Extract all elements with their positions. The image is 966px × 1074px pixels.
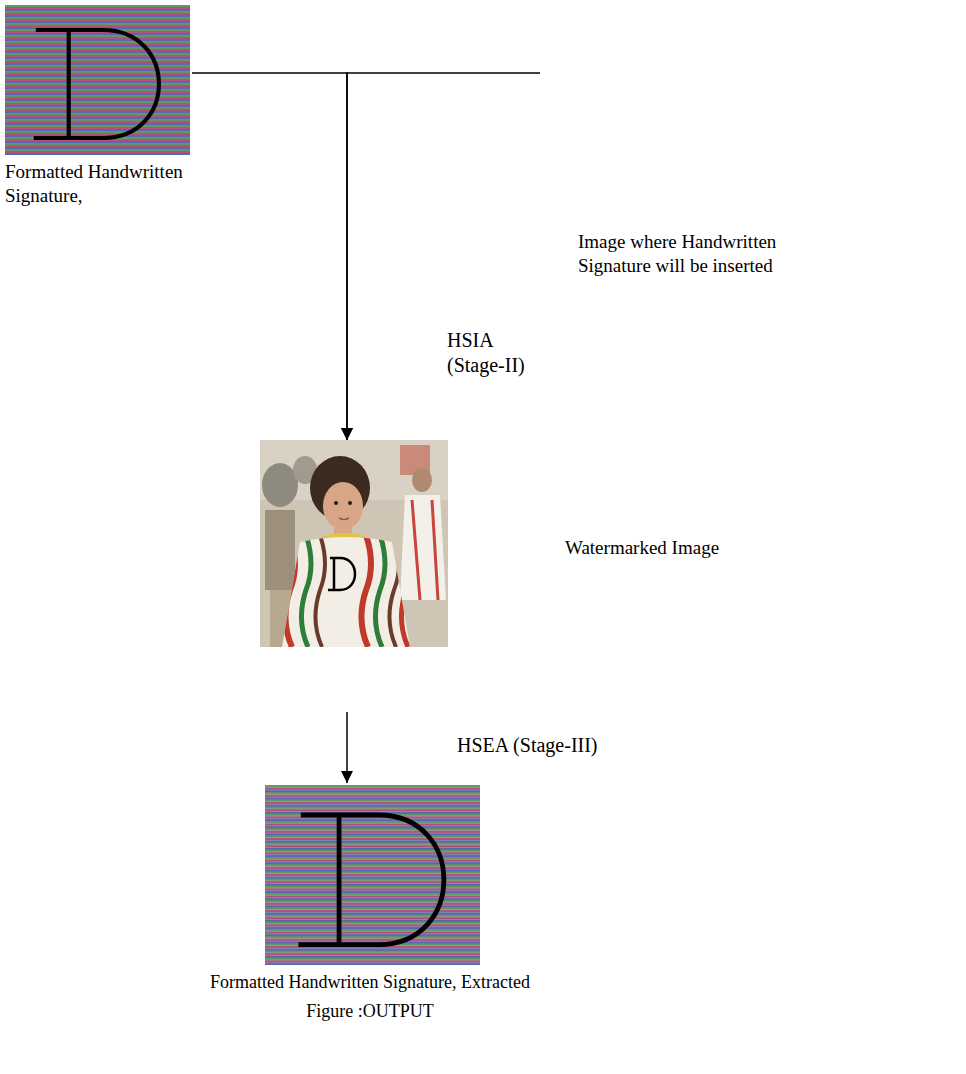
watermarked-photo: [260, 440, 448, 647]
signature-image: [5, 5, 190, 155]
image-node: Formatted Handwritten Signature,: [5, 5, 192, 210]
flow-arrow: [346, 712, 348, 783]
figure-caption: Figure :OUTPUT: [170, 1000, 570, 1023]
extracted-signature-image: [265, 785, 480, 965]
image-node: Formatted Handwritten Signature, Extract…: [170, 783, 570, 996]
node-label: Watermarked Image: [565, 536, 758, 560]
node-label: Image where Handwritten Signature will b…: [578, 230, 840, 278]
stage-label: HSEA (Stage-III): [455, 733, 600, 758]
node-label: Formatted Handwritten Signature,: [5, 160, 192, 208]
node-label: Formatted Handwritten Signature, Extract…: [170, 971, 570, 994]
flow-arrow: [192, 73, 347, 440]
flow-arrow: [347, 73, 540, 440]
image-node: Watermarked Image: [258, 440, 758, 712]
stage-label: HSIA (Stage-II): [445, 328, 544, 378]
image-node: Image where Handwritten Signature will b…: [540, 62, 840, 280]
